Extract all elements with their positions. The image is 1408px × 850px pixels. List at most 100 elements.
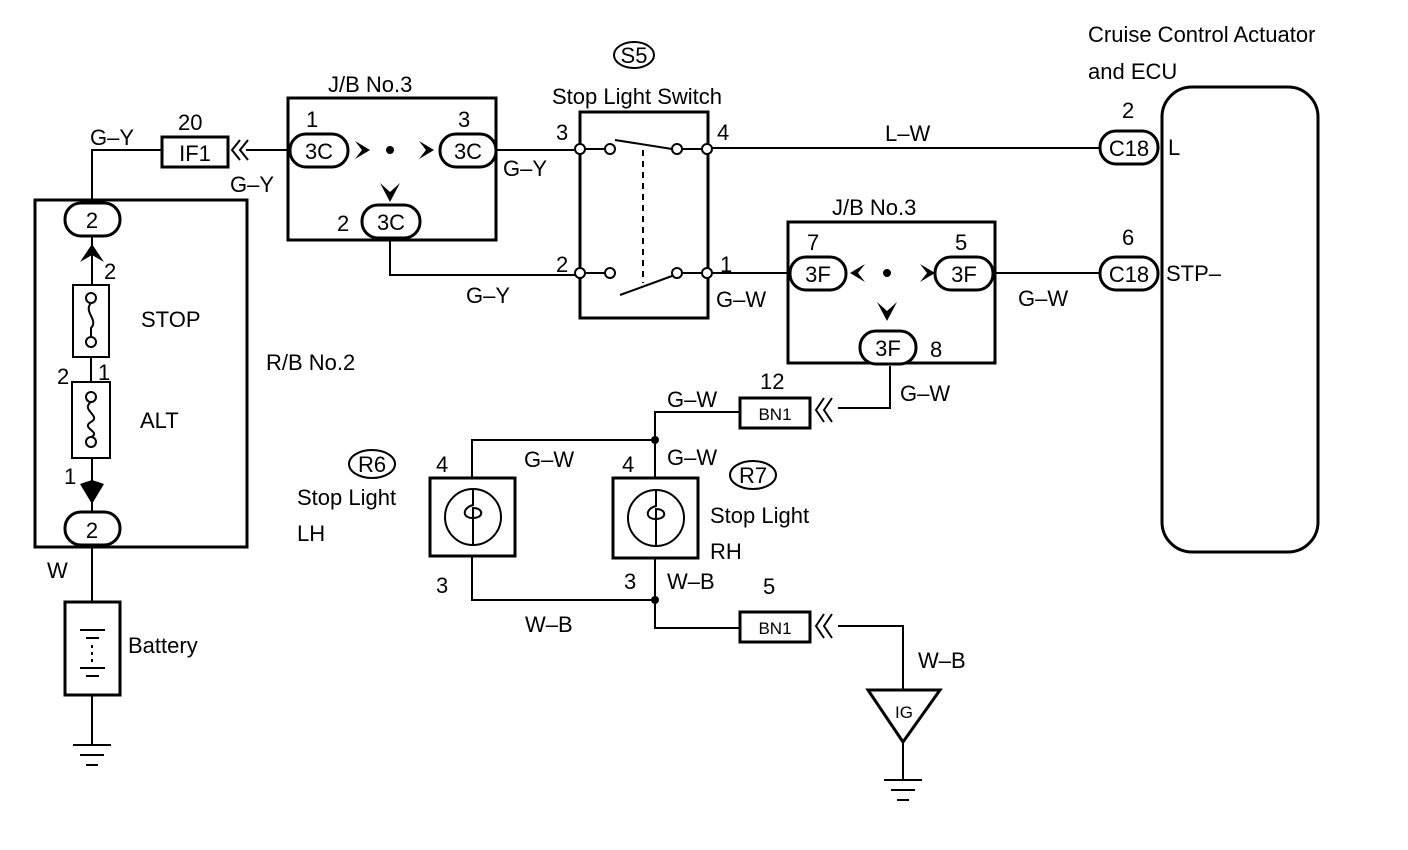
wire-gw-sw1-label: G–W <box>716 287 766 312</box>
rb2-bottom-connector-label: 2 <box>86 518 98 543</box>
bn1-top-box <box>738 396 812 430</box>
wire-gy-sw3-label: G–Y <box>503 156 547 181</box>
wire-gw-to-lh <box>471 439 655 478</box>
wire-w-label: W <box>47 558 68 583</box>
stop-fuse-top-pin: 2 <box>104 259 116 284</box>
ecu-c18-bottom-pin: 6 <box>1122 225 1134 250</box>
sw-pin-4: 4 <box>717 120 729 145</box>
wire-wb-lh-label: W–B <box>525 612 573 637</box>
junction-block-3-top: J/B No.3 3C 1 3C 3 3C 2 G–Y G–Y <box>286 72 547 308</box>
sw-contact <box>604 267 616 279</box>
if1-pin: 20 <box>178 110 202 135</box>
ecu-connector-c18-bottom-label: C18 <box>1109 262 1149 287</box>
bn1-top-label: BN1 <box>758 405 791 424</box>
jb3-connector-3c-right-label: 3C <box>454 139 482 164</box>
rb2-label: R/B No.2 <box>266 350 355 375</box>
jb3-right-label: J/B No.3 <box>832 195 916 220</box>
sw-pin-1: 1 <box>720 252 732 277</box>
wire-gy-sw2-label: G–Y <box>466 283 510 308</box>
jb3-connector-3f-left-label: 3F <box>805 262 831 287</box>
rb2-arrow-down-icon <box>80 480 104 504</box>
jb3-3f-left-pin: 7 <box>807 230 819 255</box>
ig-ground-point: IG <box>865 688 943 801</box>
stop-light-switch: S5 Stop Light Switch 3 4 2 1 L–W G–W <box>552 41 930 320</box>
wire-gy-rb-to-if1 <box>91 149 162 205</box>
ecu-c18-top-pin: 2 <box>1122 98 1134 123</box>
sw-terminal-2 <box>574 267 586 279</box>
cruise-control-ecu: Cruise Control Actuator and ECU C18 2 L … <box>1088 22 1320 554</box>
sw-pin-2: 2 <box>556 252 568 277</box>
stop-fuse-terminal-bottom <box>85 336 97 348</box>
wire-gy-if1-label: G–Y <box>230 172 274 197</box>
rh-pin-4: 4 <box>622 452 634 477</box>
jb3-top-label: J/B No.3 <box>328 72 412 97</box>
alt-fuse-terminal-top <box>85 391 97 403</box>
wire-gy-3c-to-sw2 <box>389 238 578 276</box>
s5-id-badge <box>613 41 655 69</box>
if1-plug-icon <box>230 139 249 161</box>
relay-block-2: 2 2 STOP 2 1 ALT 2 1 R/B No.2 <box>33 198 355 549</box>
rb2-box <box>33 198 249 549</box>
alt-fuse-bottom-pin: 1 <box>64 464 76 489</box>
ig-label: IG <box>895 703 913 722</box>
junction-block-3-right: J/B No.3 3F 7 3F 5 3F 8 G–W G–W <box>786 195 1068 406</box>
jb3-arrow-down-icon <box>380 183 400 202</box>
stop-light-rh-label-2: RH <box>710 539 742 564</box>
jb3r-arrow-left-icon <box>850 264 865 282</box>
rh-pin-3: 3 <box>624 569 636 594</box>
stop-light-rh-label-1: Stop Light <box>710 503 809 528</box>
wire-gw-stp-label: G–W <box>1018 286 1068 311</box>
ecu-connector-c18-top <box>1098 129 1160 166</box>
bn1-top-pin: 12 <box>760 369 784 394</box>
jb3-connector-3f-right <box>933 255 995 292</box>
sw-contact <box>671 267 683 279</box>
jb3-arrow-left-icon <box>355 141 370 159</box>
lamp-filament-icon <box>463 489 483 545</box>
wire-gw-rh-label: G–W <box>667 445 717 470</box>
bn1-bottom-plug-icon <box>814 613 833 639</box>
sw-contact <box>671 143 683 155</box>
bn1-top-plug-icon <box>814 397 833 423</box>
gw-junction-dot <box>651 436 659 444</box>
sw-terminal-1 <box>701 267 713 279</box>
wire-gw-bn1-to-junction <box>654 411 740 440</box>
jb3-arrow-right-icon <box>419 141 434 159</box>
stop-fuse-label: STOP <box>141 307 201 332</box>
bn1-bottom-label: BN1 <box>758 619 791 638</box>
jb3-3c-left-pin: 1 <box>306 107 318 132</box>
sw-pin-3: 3 <box>556 120 568 145</box>
ecu-pin-l-label: L <box>1168 135 1180 160</box>
jb3-connector-3c-bottom <box>360 203 422 240</box>
alt-fuse-element-icon <box>86 401 96 438</box>
wire-gw-3f8-label: G–W <box>900 381 950 406</box>
stop-light-lh-label-2: LH <box>297 521 325 546</box>
wire-gy-top-label: G–Y <box>90 125 134 150</box>
sw-contact <box>604 143 616 155</box>
sw-terminal-4 <box>701 143 713 155</box>
wire-wb-lh <box>471 556 655 601</box>
jb3-splice-dot <box>386 146 394 154</box>
bn1-bottom-pin: 5 <box>763 574 775 599</box>
ecu-connector-c18-bottom <box>1098 255 1160 292</box>
stop-light-switch-label: Stop Light Switch <box>552 84 722 109</box>
wire-wb-rh-label: W–B <box>667 569 715 594</box>
wire-gw-lh-label: G–W <box>524 447 574 472</box>
bn1-bottom-box <box>738 610 812 644</box>
r7-id-badge <box>729 460 777 490</box>
lh-pin-4: 4 <box>436 452 448 477</box>
wire-lw-label: L–W <box>885 121 930 146</box>
jb3-connector-3f-bottom <box>858 329 918 366</box>
stop-fuse-element-icon <box>87 302 95 337</box>
wires <box>91 147 1100 780</box>
s5-id-label: S5 <box>621 43 648 68</box>
ecu-pin-stp-label: STP– <box>1166 261 1222 286</box>
r6-id-badge <box>348 449 396 479</box>
stop-light-rh: R7 Stop Light RH 4 3 G–W W–B <box>611 445 809 604</box>
ecu-title-line1: Cruise Control Actuator <box>1088 22 1315 47</box>
battery: Battery W <box>47 558 198 766</box>
r7-id-label: R7 <box>739 463 767 488</box>
stop-light-switch-box <box>578 110 710 320</box>
ecu-box <box>1160 85 1320 554</box>
jb3-connector-3c-right <box>438 132 498 169</box>
wire-wb-bn1-to-ig <box>838 625 904 690</box>
